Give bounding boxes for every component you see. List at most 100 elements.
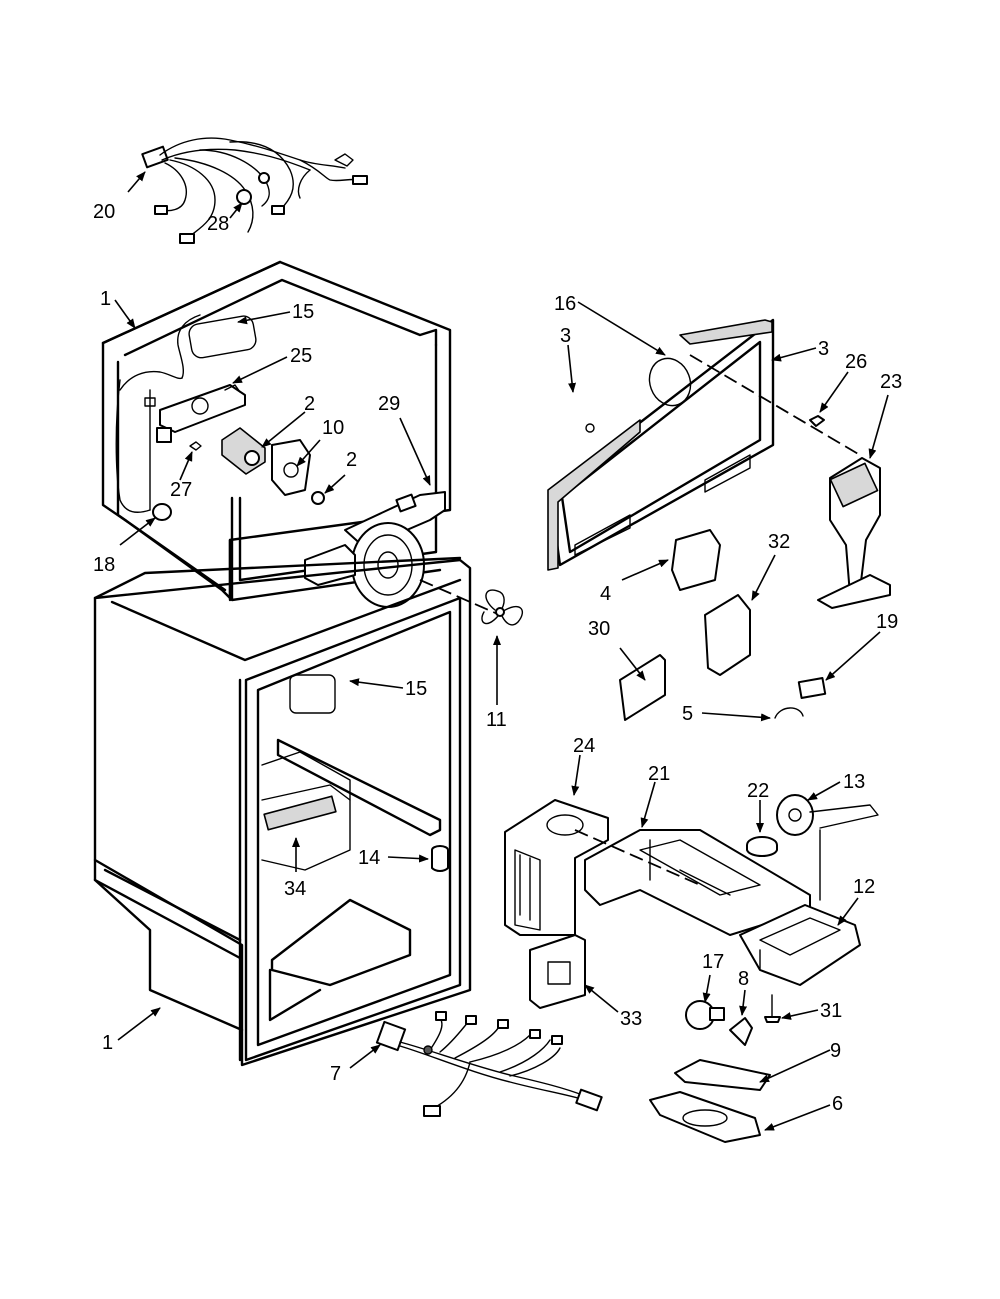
leader-33 — [584, 984, 619, 1013]
callout-13: 13 — [843, 771, 865, 793]
leader-30 — [619, 647, 646, 681]
callout-8: 8 — [738, 968, 749, 990]
callout-4: 4 — [600, 583, 611, 605]
part-13 — [776, 794, 879, 836]
callout-15-upper: 15 — [292, 301, 314, 323]
callout-5: 5 — [682, 703, 693, 725]
part-30 — [619, 654, 666, 721]
leader-19 — [825, 631, 881, 681]
callout-20: 20 — [93, 201, 115, 223]
callout-32: 32 — [768, 531, 790, 553]
back-panel — [547, 318, 775, 571]
callout-9: 9 — [830, 1040, 841, 1062]
part-4 — [671, 529, 721, 591]
leader-13 — [807, 781, 841, 801]
leader-2-lower — [324, 474, 346, 494]
part-6 — [649, 1091, 761, 1143]
part-26 — [809, 415, 825, 427]
leader-1-upper — [114, 299, 136, 329]
part-22 — [746, 836, 778, 857]
callout-3-right: 3 — [818, 338, 829, 360]
leader-3-right — [771, 347, 817, 362]
leader-21 — [640, 781, 656, 828]
callout-16: 16 — [554, 293, 576, 315]
callout-26: 26 — [845, 351, 867, 373]
leader-2-upper — [261, 411, 306, 448]
callout-7: 7 — [330, 1063, 341, 1085]
leader-12 — [837, 897, 859, 926]
part-14 — [431, 845, 449, 872]
callout-1-lower: 1 — [102, 1032, 113, 1054]
callout-18: 18 — [93, 554, 115, 576]
part-19 — [797, 677, 827, 699]
leader-32 — [751, 554, 776, 601]
fan-blade — [481, 589, 523, 626]
leader-15-lower — [349, 678, 404, 689]
part-18 — [152, 503, 172, 521]
duct-axis-line — [574, 829, 701, 886]
callout-17: 17 — [702, 951, 724, 973]
leader-10 — [296, 439, 321, 467]
leader-24 — [571, 754, 581, 796]
callout-12: 12 — [853, 876, 875, 898]
refrigerator-cabinet — [93, 556, 472, 1067]
lower-wire-harness — [375, 1011, 603, 1117]
part-5 — [774, 707, 804, 719]
leader-7 — [349, 1044, 381, 1069]
leader-1-lower — [117, 1007, 161, 1041]
callout-14: 14 — [358, 847, 380, 869]
leader-6 — [764, 1104, 831, 1131]
part-33 — [529, 934, 586, 1009]
leader-20 — [127, 171, 146, 193]
callout-25: 25 — [290, 345, 312, 367]
leader-5 — [701, 712, 771, 722]
temperature-control — [817, 457, 891, 609]
fan-housing — [304, 491, 446, 608]
leader-23 — [868, 394, 889, 459]
callout-27: 27 — [170, 479, 192, 501]
callout-22: 22 — [747, 780, 769, 802]
callout-19: 19 — [876, 611, 898, 633]
leader-18 — [119, 517, 156, 546]
leader-31 — [781, 1009, 819, 1020]
leader-17 — [702, 974, 711, 1003]
callout-34: 34 — [284, 878, 306, 900]
leader-9 — [759, 1049, 831, 1083]
callout-31: 31 — [820, 1000, 842, 1022]
callout-15-lower: 15 — [405, 678, 427, 700]
callout-6: 6 — [832, 1093, 843, 1115]
callout-28: 28 — [207, 213, 229, 235]
leader-28 — [229, 202, 243, 219]
leader-14 — [387, 854, 429, 863]
part-32 — [704, 594, 751, 676]
callout-30: 30 — [588, 618, 610, 640]
leader-15-upper — [237, 311, 291, 325]
upper-wire-harness — [141, 137, 368, 244]
light-housing — [739, 904, 861, 986]
callout-10: 10 — [322, 417, 344, 439]
leader-26 — [819, 371, 849, 413]
callout-3-left: 3 — [560, 325, 571, 347]
callout-2-upper: 2 — [304, 393, 315, 415]
screw-31 — [764, 994, 781, 1023]
air-duct-assembly — [504, 799, 811, 936]
callout-33: 33 — [620, 1008, 642, 1030]
light-bulb — [685, 1000, 725, 1030]
leader-27 — [179, 451, 193, 481]
callout-2-lower: 2 — [346, 449, 357, 471]
part-8 — [729, 1017, 753, 1046]
screw-27 — [189, 441, 202, 451]
callout-23: 23 — [880, 371, 902, 393]
leader-8 — [739, 989, 748, 1016]
leader-29 — [399, 417, 431, 486]
callout-11: 11 — [486, 709, 507, 731]
leader-16 — [577, 301, 666, 356]
part-9 — [674, 1059, 771, 1091]
callout-29: 29 — [378, 393, 400, 415]
leader-25 — [232, 356, 288, 384]
leader-3-left — [567, 344, 577, 393]
callout-1-upper: 1 — [100, 288, 111, 310]
leader-4 — [621, 559, 669, 581]
